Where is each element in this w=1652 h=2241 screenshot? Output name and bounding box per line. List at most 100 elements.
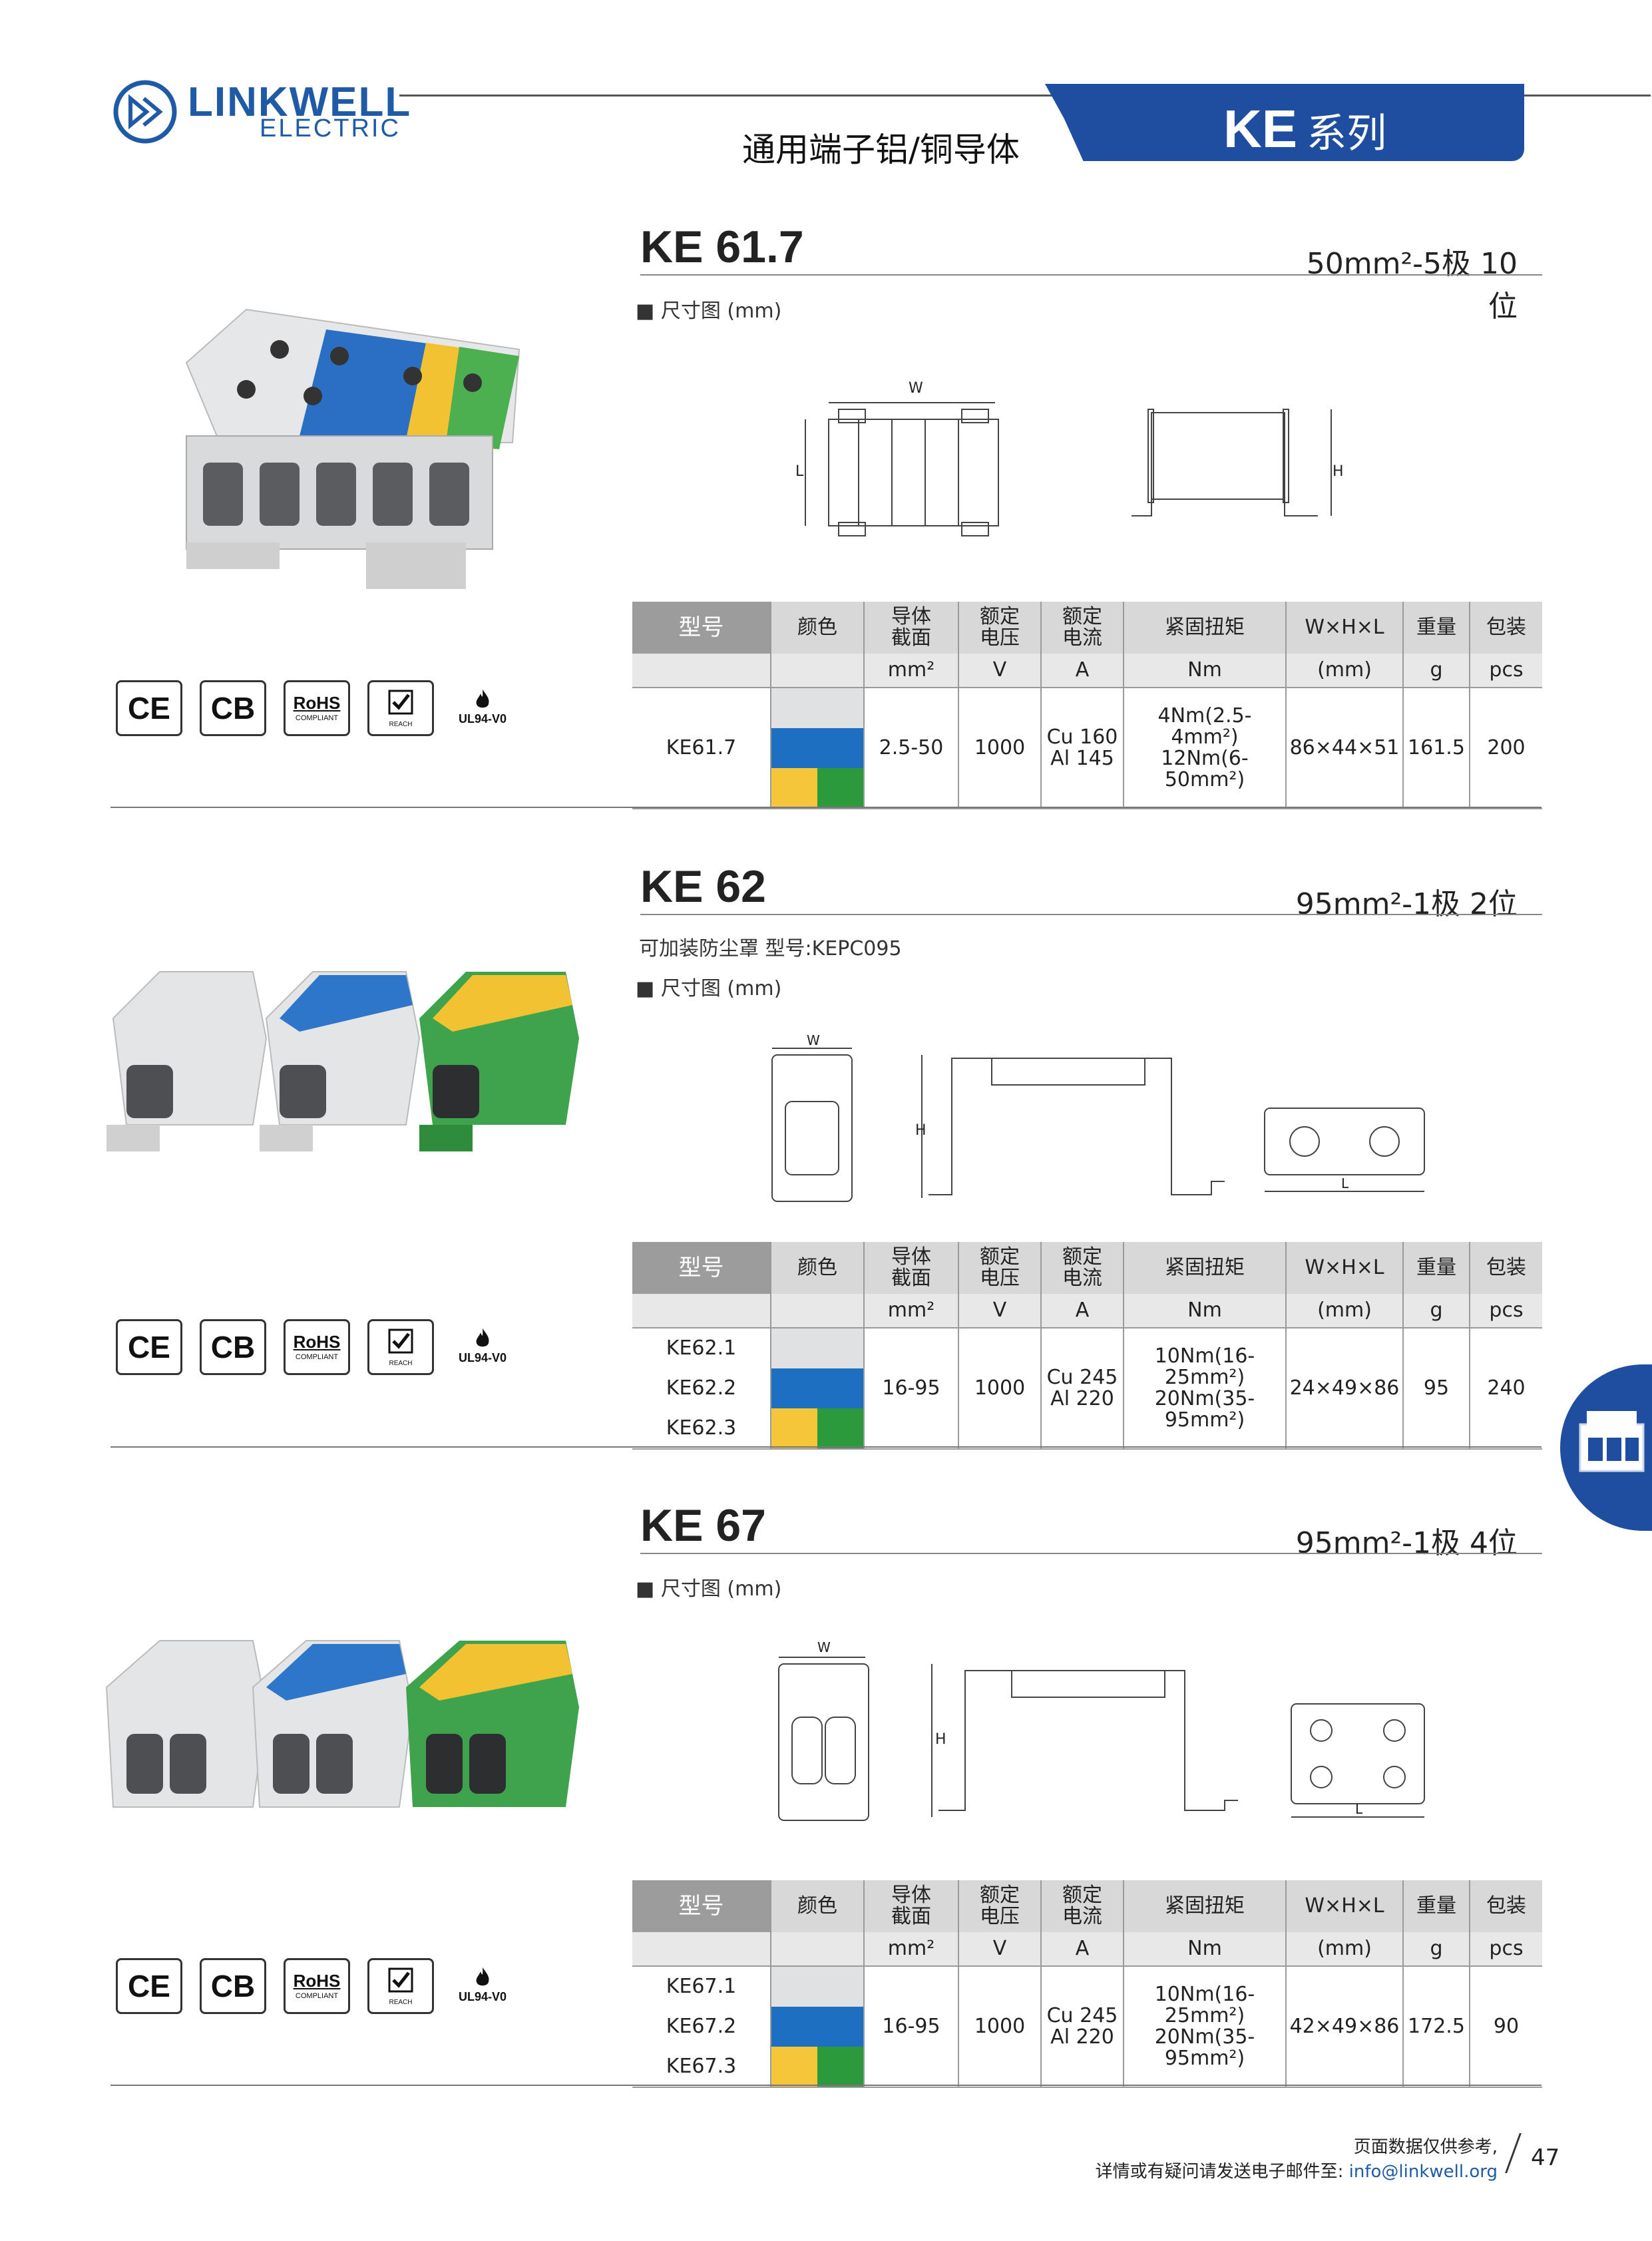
th-voltage: 额定电压: [958, 1880, 1041, 1932]
th-dims: W×H×L: [1285, 1880, 1403, 1932]
unit-torque: Nm: [1123, 1294, 1286, 1328]
ul94-v0-mark-icon: UL94-V0: [451, 680, 514, 732]
section-2-dimension-drawing: W H L: [771, 1035, 1425, 1202]
section-2-dim-label: ■ 尺寸图 (mm): [636, 977, 782, 1000]
color-swatch-grey: [770, 1966, 864, 2007]
th-color: 颜色: [770, 602, 864, 654]
unit-dims: (mm): [1285, 654, 1403, 688]
section-1-product-image: [185, 308, 520, 589]
color-swatch-blue: [770, 1368, 864, 1408]
section-1-spec-table: 型号 颜色 导体截面 额定电压 额定电流 紧固扭矩 W×H×L 重量 包装 mm…: [632, 602, 1542, 809]
unit-current: A: [1040, 654, 1124, 688]
section-3-spec-table: 型号 颜色 导体截面 额定电压 额定电流 紧固扭矩 W×H×L 重量 包装 mm…: [632, 1880, 1542, 2088]
cell-dims: 42×49×86: [1285, 1966, 1403, 2088]
color-swatch-yellow-green: [770, 1408, 864, 1450]
th-current: 额定电流: [1040, 1242, 1124, 1294]
section-1-dim-l: L: [795, 463, 804, 480]
section-3-dim-h: H: [935, 1731, 946, 1748]
section-3-dim-label: ■ 尺寸图 (mm): [636, 1577, 782, 1601]
cell-dims: 24×49×86: [1285, 1328, 1403, 1450]
th-voltage: 额定电压: [958, 602, 1041, 654]
cell-dims: 86×44×51: [1285, 688, 1403, 809]
cell-pack: 200: [1469, 688, 1542, 809]
ce-mark-icon: CE: [116, 1319, 182, 1375]
reach-mark-icon: REACH: [367, 1319, 434, 1375]
unit-pack: pcs: [1469, 1294, 1542, 1328]
unit-voltage: V: [958, 1932, 1041, 1967]
section-2-product-image: [106, 971, 579, 1151]
row-model: KE61.7: [632, 688, 771, 809]
table-row: KE62.2: [632, 1368, 1542, 1408]
section-2-dim-h: H: [915, 1122, 927, 1139]
ce-mark-icon: CE: [116, 1958, 182, 2014]
cell-weight: 172.5: [1402, 1966, 1470, 2088]
cell-voltage: 1000: [958, 1328, 1041, 1450]
section-1-separator: [110, 807, 1542, 808]
th-model: 型号: [632, 1242, 771, 1294]
cell-torque: 4Nm(2.5-4mm²)12Nm(6-50mm²): [1123, 688, 1286, 809]
th-section: 导体截面: [863, 1242, 958, 1294]
th-model: 型号: [632, 1880, 771, 1932]
section-1-dimension-drawing: W L H: [795, 380, 1344, 536]
unit-pack: pcs: [1469, 654, 1542, 688]
row-model: KE62.1: [666, 1336, 737, 1360]
unit-dims: (mm): [1285, 1932, 1403, 1967]
footer-note: 页面数据仅供参考, 详情或有疑问请发送电子邮件至: info@linkwell.…: [998, 2133, 1498, 2182]
color-swatches: [770, 688, 864, 809]
row-model: KE67.1: [666, 1975, 737, 1998]
unit-voltage: V: [958, 654, 1041, 688]
series-main: KE: [1223, 99, 1298, 158]
cell-section: 16-95: [863, 1328, 958, 1450]
table-row: KE62.3: [632, 1408, 1542, 1450]
unit-weight: g: [1402, 654, 1470, 688]
section-3-spec: 95mm²-1极 4位: [1295, 1526, 1518, 1560]
th-weight: 重量: [1402, 1242, 1470, 1294]
th-pack: 包装: [1469, 602, 1542, 654]
th-torque: 紧固扭矩: [1123, 602, 1286, 654]
section-2-note: 可加装防尘罩 型号:KEPC095: [639, 937, 902, 960]
unit-torque: Nm: [1123, 654, 1286, 688]
section-2-dim-w: W: [807, 1035, 820, 1048]
table-row: KE67.2: [632, 2007, 1542, 2047]
side-tab: [1560, 1364, 1652, 1531]
cell-voltage: 1000: [958, 1966, 1041, 2088]
color-swatch-grey: [770, 1328, 864, 1368]
cell-pack: 90: [1469, 1966, 1542, 2088]
brand-subname: ELECTRIC: [260, 114, 401, 142]
cell-torque: 10Nm(16-25mm²)20Nm(35-95mm²): [1123, 1966, 1286, 2088]
th-dims: W×H×L: [1285, 602, 1403, 654]
terminal-block-icon: [1579, 1411, 1645, 1472]
ce-mark-icon: CE: [116, 680, 182, 736]
unit-dims: (mm): [1285, 1294, 1403, 1328]
section-2-dim-l: L: [1341, 1175, 1349, 1191]
brand-logo: [112, 79, 178, 145]
color-swatch-blue: [770, 2007, 864, 2047]
cb-mark-icon: CB: [200, 1958, 266, 2014]
footer-line2: 详情或有疑问请发送电子邮件至:: [1095, 2162, 1349, 2182]
th-color: 颜色: [770, 1242, 864, 1294]
th-torque: 紧固扭矩: [1123, 1880, 1286, 1932]
th-pack: 包装: [1469, 1242, 1542, 1294]
unit-weight: g: [1402, 1294, 1470, 1328]
row-model: KE62.2: [666, 1376, 737, 1400]
footer-email: info@linkwell.org: [1348, 2162, 1498, 2182]
th-pack: 包装: [1469, 1880, 1542, 1932]
th-weight: 重量: [1402, 1880, 1470, 1932]
table-row: KE67.3: [632, 2047, 1542, 2088]
section-3-dim-w: W: [817, 1639, 831, 1655]
unit-voltage: V: [958, 1294, 1041, 1328]
unit-section: mm²: [863, 1294, 958, 1328]
section-3-dim-l: L: [1355, 1801, 1363, 1817]
cell-section: 2.5-50: [863, 688, 958, 809]
cell-weight: 161.5: [1402, 688, 1470, 809]
series-sub: 系列: [1307, 110, 1387, 157]
